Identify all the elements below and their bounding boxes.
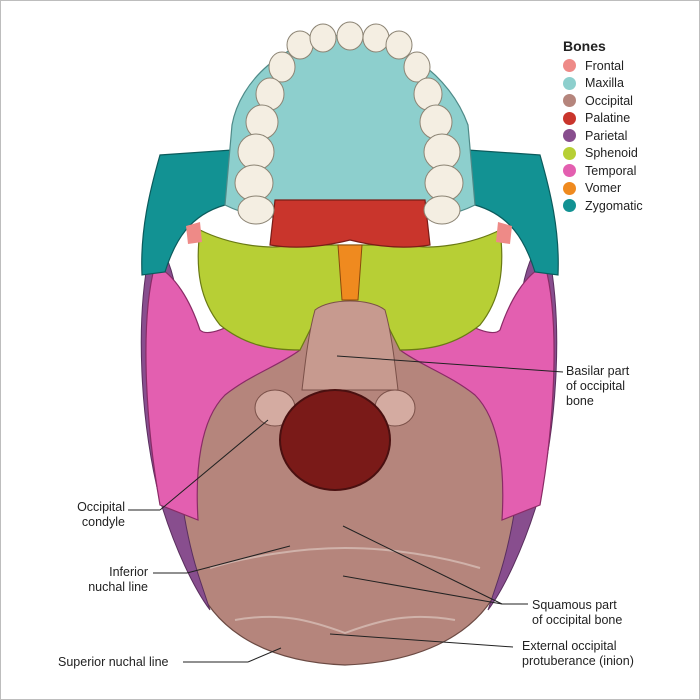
legend-item: Occipital — [563, 92, 643, 110]
legend-label: Temporal — [585, 163, 637, 178]
legend-swatch — [563, 146, 576, 160]
legend-title: Bones — [563, 38, 606, 54]
superior-nuchal-line — [234, 615, 456, 635]
zygomatic-right — [467, 149, 559, 276]
legend-label: Occipital — [585, 93, 633, 108]
teeth — [234, 21, 464, 225]
legend-label: Maxilla — [585, 76, 624, 91]
legend-item: Zygomatic — [563, 197, 643, 215]
label-occipital-condyle: Occipital condyle — [77, 500, 125, 529]
label-squamous-part: Squamous part of occipital bone — [532, 598, 623, 627]
legend-item: Temporal — [563, 162, 643, 180]
legend-item: Frontal — [563, 57, 643, 75]
vomer — [337, 244, 363, 301]
legend-label: Zygomatic — [585, 198, 643, 213]
legend-swatch — [563, 164, 576, 178]
legend-swatch — [563, 111, 576, 125]
label-basilar-part: Basilar part of occipital bone — [566, 364, 630, 408]
legend-item: Maxilla — [563, 75, 643, 93]
label-superior-nuchal-line: Superior nuchal line — [58, 655, 169, 669]
legend-label: Frontal — [585, 58, 624, 73]
palatine — [269, 199, 431, 248]
legend-label: Vomer — [585, 181, 622, 196]
legend-swatch — [563, 59, 576, 73]
frontal-right — [496, 222, 512, 244]
zygomatic-left — [141, 149, 233, 276]
frontal-left — [186, 222, 202, 244]
basilar-part — [301, 300, 399, 391]
legend-swatch — [563, 199, 576, 213]
legend-swatch — [563, 181, 576, 195]
legend-item: Sphenoid — [563, 145, 643, 163]
legend-swatch — [563, 76, 576, 90]
legend-label: Sphenoid — [585, 146, 638, 161]
legend-label: Palatine — [585, 111, 631, 126]
label-inferior-nuchal-line: Inferior nuchal line — [88, 565, 148, 594]
legend-item: Vomer — [563, 180, 643, 198]
legend-swatch — [563, 94, 576, 108]
leader-lines — [128, 355, 564, 663]
label-external-occipital-protuberance: External occipital protuberance (inion) — [522, 639, 634, 668]
inferior-nuchal-line — [209, 546, 481, 569]
legend-item: Parietal — [563, 127, 643, 145]
legend-item: Palatine — [563, 110, 643, 128]
legend-swatch — [563, 129, 576, 143]
foramen-magnum — [279, 389, 391, 491]
legend-label: Parietal — [585, 128, 628, 143]
